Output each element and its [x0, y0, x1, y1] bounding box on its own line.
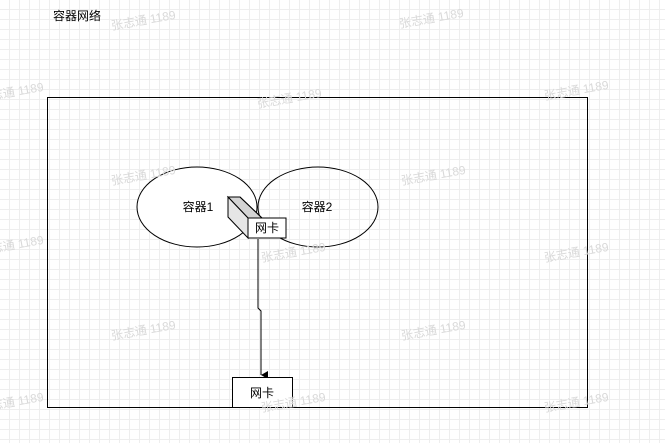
nic-connector-arrow[interactable]: [257, 239, 268, 379]
watermark-text: 张志通 1189: [256, 86, 323, 111]
inner-nic-box[interactable]: [226, 195, 287, 240]
watermark-text: 张志通 1189: [398, 6, 465, 31]
watermark-text: 张志通 1189: [400, 163, 467, 188]
host-boundary-box[interactable]: [47, 97, 588, 408]
container2-label: 容器2: [302, 199, 333, 214]
watermark-text: 张志通 1189: [110, 8, 177, 33]
container2-ellipse[interactable]: [257, 166, 379, 248]
diagram-title: 容器网络: [53, 9, 102, 23]
watermark-text: 张志通 1189: [0, 233, 45, 258]
watermark-text: 张志通 1189: [0, 390, 45, 415]
inner-nic-top-edge: [239, 196, 286, 219]
watermark-text: 张志通 1189: [543, 390, 610, 415]
inner-nic-label: 网卡: [255, 221, 279, 235]
container1-ellipse[interactable]: [136, 166, 258, 248]
host-nic-box[interactable]: [232, 377, 293, 408]
host-nic-label: 网卡: [250, 386, 274, 400]
watermark-text: 张志通 1189: [0, 80, 45, 105]
watermark-text: 张志通 1189: [110, 318, 177, 343]
watermark-text: 张志通 1189: [543, 78, 610, 103]
container1-label: 容器1: [183, 199, 214, 214]
watermark-text: 张志通 1189: [400, 318, 467, 343]
watermark-text: 张志通 1189: [543, 240, 610, 265]
